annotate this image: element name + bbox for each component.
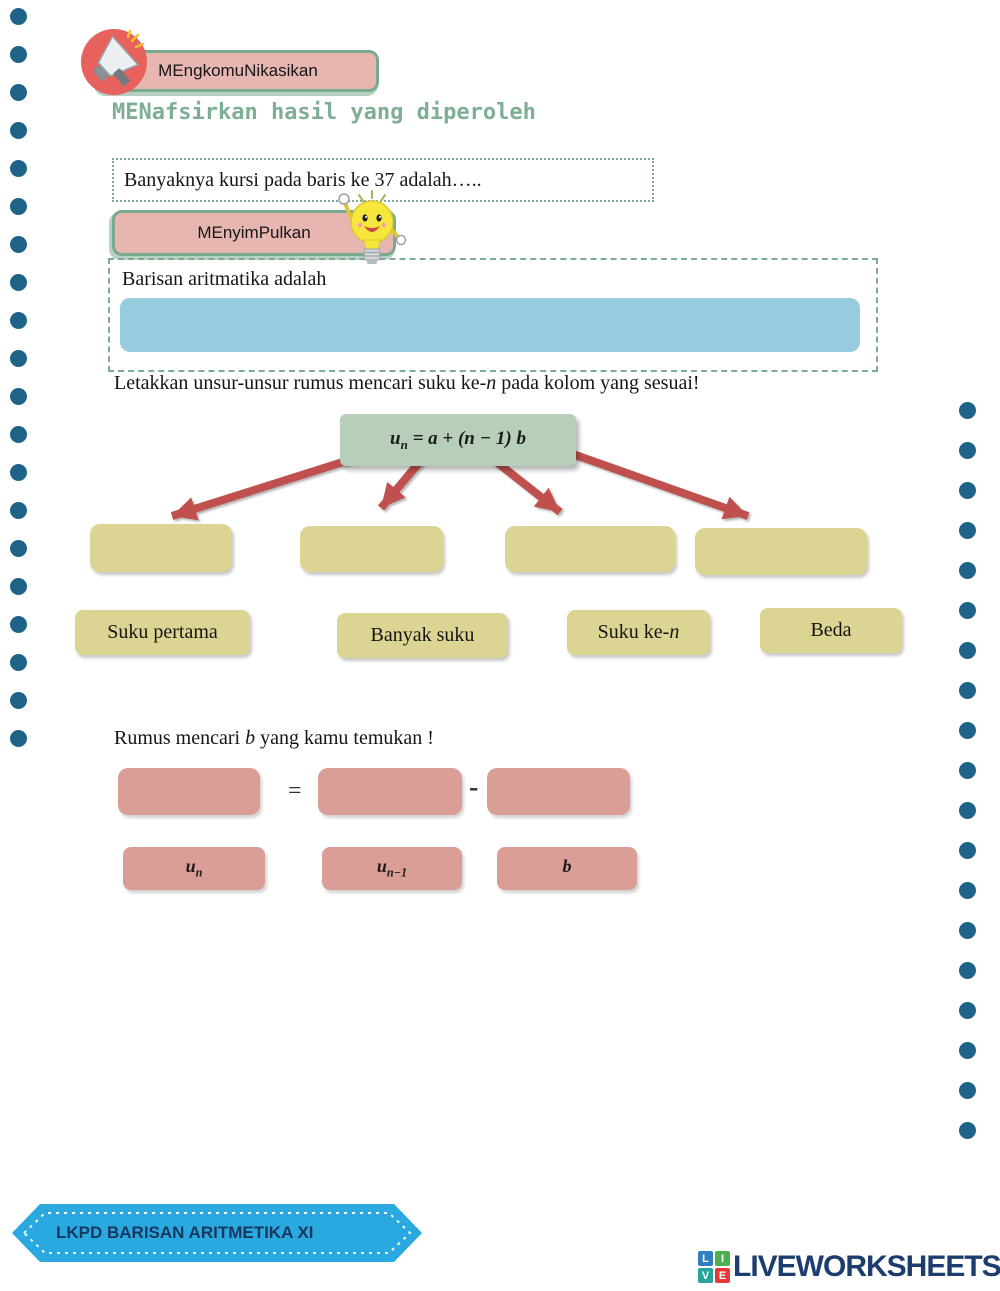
- decorative-dot: [959, 962, 976, 979]
- decorative-dot: [959, 842, 976, 859]
- decorative-dot: [10, 578, 27, 595]
- decorative-dot: [959, 922, 976, 939]
- decorative-dot: [959, 802, 976, 819]
- liveworksheets-logo[interactable]: L I V E LIVEWORKSHEETS: [698, 1250, 1000, 1284]
- megaphone-icon: [81, 29, 147, 95]
- decorative-dot: [959, 1042, 976, 1059]
- drop-zone-4[interactable]: [695, 528, 867, 575]
- decorative-dot: [959, 762, 976, 779]
- decorative-dot: [10, 388, 27, 405]
- decorative-dot: [10, 274, 27, 291]
- decorative-dot: [959, 1002, 976, 1019]
- decorative-dot: [10, 46, 27, 63]
- decorative-dot: [959, 482, 976, 499]
- section-heading: MENafsirkan hasil yang diperoleh: [112, 100, 536, 125]
- liveworksheets-wordmark: LIVEWORKSHEETS: [733, 1250, 1000, 1283]
- formula-box: un = a + (n − 1) b: [340, 414, 576, 466]
- drag-label-banyak-suku[interactable]: Banyak suku: [337, 613, 508, 658]
- decorative-dot: [10, 236, 27, 253]
- decorative-dot: [959, 522, 976, 539]
- decorative-dot: [10, 84, 27, 101]
- instruction-pre: Letakkan unsur-unsur rumus mencari suku …: [114, 372, 487, 394]
- decorative-dot: [10, 122, 27, 139]
- decorative-dots-left: [10, 8, 27, 747]
- formula-slot-1[interactable]: [118, 768, 260, 815]
- formula-un: un = a + (n − 1) b: [390, 427, 526, 452]
- drag-label-suku-ke-n[interactable]: Suku ke-n: [567, 610, 710, 655]
- decorative-dot: [959, 602, 976, 619]
- decorative-dot: [959, 1082, 976, 1099]
- formula-b-prompt: Rumus mencari b yang kamu temukan !: [114, 727, 434, 749]
- drop-zone-3[interactable]: [505, 526, 675, 572]
- decorative-dot: [959, 562, 976, 579]
- decorative-dots-right: [959, 402, 976, 1139]
- question-text: Banyaknya kursi pada baris ke 37 adalah……: [124, 168, 482, 191]
- badge-menyimpulkan: MEnyimPulkan: [112, 210, 396, 256]
- badge-mengkomunikasikan-label: MEngkomuNikasikan: [158, 61, 318, 80]
- decorative-dot: [10, 8, 27, 25]
- arrow-to-box-1: [170, 451, 367, 521]
- drag-token-un-1[interactable]: un−1: [322, 847, 462, 890]
- decorative-dot: [959, 642, 976, 659]
- conclusion-label: Barisan aritmatika adalah: [122, 268, 327, 290]
- instruction-var: n: [486, 372, 497, 394]
- drop-zone-1[interactable]: [90, 524, 232, 572]
- decorative-dot: [10, 160, 27, 177]
- formula-slot-3[interactable]: [487, 768, 630, 815]
- decorative-dot: [10, 350, 27, 367]
- decorative-dot: [959, 722, 976, 739]
- decorative-dot: [959, 442, 976, 459]
- decorative-dot: [10, 730, 27, 747]
- decorative-dot: [10, 464, 27, 481]
- footer-ribbon: LKPD BARISAN ARITMETIKA XI: [12, 1204, 422, 1262]
- drag-label-beda[interactable]: Beda: [760, 608, 902, 653]
- conclusion-box: Barisan aritmatika adalah: [108, 258, 878, 372]
- matching-instruction: Letakkan unsur-unsur rumus mencari suku …: [114, 372, 700, 395]
- drag-token-b[interactable]: b: [497, 847, 637, 890]
- decorative-dot: [959, 882, 976, 899]
- decorative-dot: [959, 402, 976, 419]
- drop-zone-2[interactable]: [300, 526, 443, 572]
- ribbon-title: LKPD BARISAN ARITMETIKA XI: [56, 1223, 314, 1242]
- decorative-dot: [10, 426, 27, 443]
- lightbulb-mascot-icon: [338, 190, 407, 264]
- decorative-dot: [10, 616, 27, 633]
- decorative-dot: [10, 692, 27, 709]
- arrow-to-box-4: [551, 443, 750, 520]
- decorative-dot: [10, 502, 27, 519]
- decorative-dot: [10, 540, 27, 557]
- equals-sign: =: [288, 778, 302, 804]
- decorative-dot: [959, 1122, 976, 1139]
- conclusion-answer-input[interactable]: [120, 298, 860, 352]
- ribbon-banner-shape: [12, 1204, 422, 1262]
- decorative-dot: [10, 312, 27, 329]
- question-answer-box[interactable]: Banyaknya kursi pada baris ke 37 adalah……: [112, 158, 654, 202]
- instruction-post: pada kolom yang sesuai!: [496, 372, 700, 394]
- decorative-dot: [959, 682, 976, 699]
- decorative-dot: [10, 198, 27, 215]
- drag-token-un[interactable]: un: [123, 847, 265, 890]
- drag-label-suku-pertama[interactable]: Suku pertama: [75, 610, 250, 655]
- formula-slot-2[interactable]: [318, 768, 462, 815]
- decorative-dot: [10, 654, 27, 671]
- liveworksheets-grid-icon: L I V E: [698, 1251, 730, 1283]
- minus-sign: -: [469, 772, 479, 803]
- badge-menyimpulkan-label: MEnyimPulkan: [197, 223, 311, 242]
